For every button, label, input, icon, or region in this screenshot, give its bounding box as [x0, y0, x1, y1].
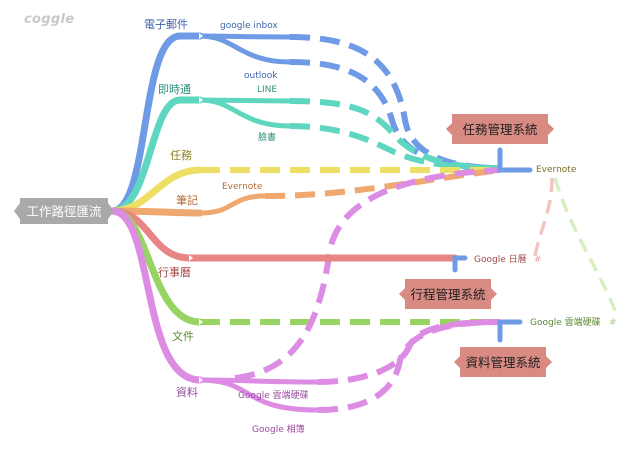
- connector-photos-to-data: [317, 319, 501, 413]
- schedule-system-label: 行程管理系統: [410, 287, 485, 302]
- leaf-fb-label[interactable]: 臉書: [258, 131, 276, 143]
- data-system-label: 資料管理系統: [465, 355, 540, 370]
- calendar-target-label[interactable]: Google 日曆: [474, 254, 527, 265]
- drive-link-hash[interactable]: #: [609, 318, 617, 328]
- coggle-logo: coggle: [24, 12, 75, 27]
- leaf-drive-label[interactable]: Google 雲端硬碟: [238, 389, 309, 401]
- tick-data: [199, 377, 203, 383]
- tick-files: [199, 319, 203, 325]
- branch-notes-label[interactable]: 筆記: [176, 193, 198, 207]
- leaf-line-label[interactable]: LINE: [257, 85, 277, 95]
- leaf-fb-line: [197, 97, 293, 129]
- hook-schedule-system: [452, 255, 468, 273]
- evernote-target-label[interactable]: Evernote: [536, 165, 577, 175]
- leaf-evernote-note-line: [197, 193, 268, 216]
- tick-im: [199, 97, 203, 103]
- schedule-system-node[interactable]: 行程管理系統: [399, 279, 497, 309]
- connector-outlook-to-task: [289, 59, 501, 171]
- crosslink-evernote-to-drive: [553, 177, 620, 319]
- branch-im-label[interactable]: 即時通: [158, 83, 191, 96]
- data-system-node[interactable]: 資料管理系統: [454, 347, 552, 377]
- hook-task-system: [497, 147, 533, 173]
- connector-inbox-to-task: [289, 34, 501, 171]
- connector-fb-to-task: [289, 123, 501, 171]
- leaf-inbox-label[interactable]: google inbox: [220, 21, 278, 31]
- tick-calendar: [189, 255, 193, 261]
- leaf-photos-line: [197, 377, 321, 413]
- task-system-label: 任務管理系統: [462, 122, 537, 137]
- tick-email: [199, 33, 203, 39]
- branch-data-label[interactable]: 資料: [176, 385, 198, 399]
- calendar-link-hash[interactable]: #: [534, 255, 542, 265]
- branch-calendar-label[interactable]: 行事曆: [158, 266, 191, 279]
- leaf-outlook-line: [197, 33, 293, 65]
- leaf-outlook-label[interactable]: outlook: [244, 71, 278, 81]
- branch-calendar-line: [108, 207, 459, 262]
- root-label: 工作路徑匯流: [26, 204, 102, 219]
- branch-files-label[interactable]: 文件: [172, 329, 194, 343]
- connector-evernote-note-to-task: [264, 167, 501, 199]
- leaf-evernote-note-label[interactable]: Evernote: [222, 182, 263, 192]
- root-node[interactable]: 工作路徑匯流: [14, 198, 114, 224]
- leaf-photos-label[interactable]: Google 相簿: [252, 423, 305, 435]
- connector-data-to-task: [234, 167, 501, 381]
- crosslink-evernote-to-calendar: [533, 177, 554, 257]
- branch-data-line: [108, 207, 204, 384]
- connector-line-to-task: [289, 98, 501, 171]
- branch-email-label[interactable]: 電子郵件: [144, 18, 188, 31]
- branch-tasks-label[interactable]: 任務: [170, 148, 192, 162]
- drive-target-label[interactable]: Google 雲端硬碟: [530, 316, 601, 328]
- task-system-node[interactable]: 任務管理系統: [446, 114, 554, 144]
- hook-data-system: [497, 319, 523, 343]
